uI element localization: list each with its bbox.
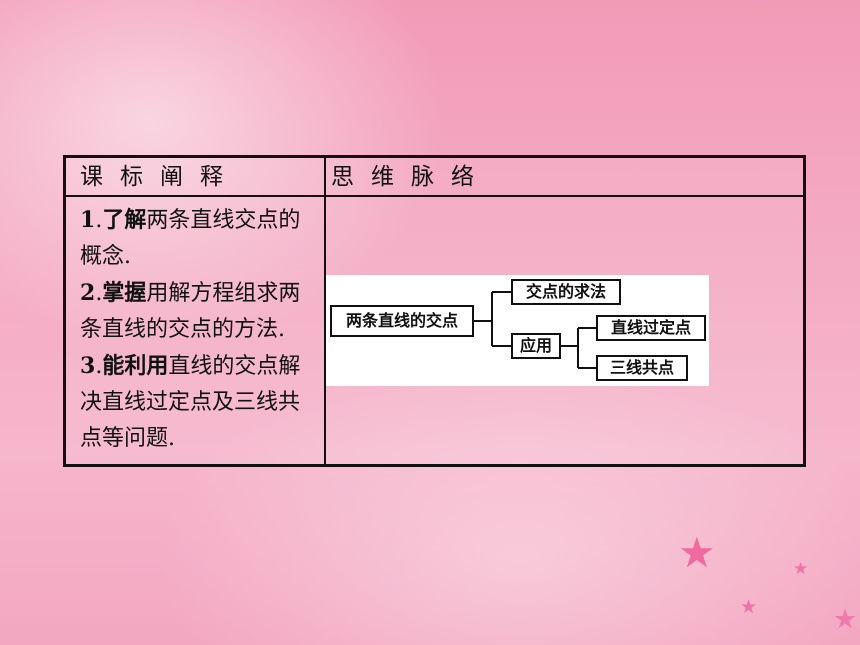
star-icon: ★ bbox=[678, 528, 716, 577]
standards-header: 课标阐释 bbox=[80, 164, 240, 190]
standard-text: 两条直线交点的概念. bbox=[80, 208, 301, 269]
standard-verb: 了解 bbox=[102, 207, 147, 233]
star-icon: ★ bbox=[793, 559, 809, 579]
mindmap-fixed-point-node: 直线过定点 bbox=[596, 315, 706, 341]
mindmap-method-node: 交点的求法 bbox=[511, 279, 621, 305]
standard-text: 直线的交点解决直线过定点及三线共点等问题. bbox=[80, 354, 301, 451]
standard-number: 1 bbox=[80, 207, 96, 233]
standard-verb: 掌握 bbox=[102, 280, 147, 306]
lesson-table: 课标阐释 思维脉络 1.了解两条直线交点的概念. 2.掌握用解方程组求两条直线的… bbox=[63, 155, 806, 467]
standard-item: 2.掌握用解方程组求两条直线的交点的方法. bbox=[80, 280, 301, 342]
star-icon: ★ bbox=[833, 604, 858, 635]
standard-number: 3 bbox=[80, 353, 96, 379]
star-icon: ★ bbox=[740, 596, 758, 618]
standard-item: 1.了解两条直线交点的概念. bbox=[80, 207, 301, 269]
table-column-divider bbox=[324, 158, 326, 464]
table-header-divider bbox=[66, 195, 803, 197]
standard-verb: 能利用 bbox=[102, 353, 169, 379]
mindmap-application-node: 应用 bbox=[511, 333, 561, 359]
mindmap-concurrent-node: 三线共点 bbox=[596, 355, 688, 381]
mindmap-diagram: 两条直线的交点 交点的求法 应用 直线过定点 三线共点 bbox=[326, 275, 709, 386]
mindmap-header: 思维脉络 bbox=[331, 164, 491, 190]
standard-item: 3.能利用直线的交点解决直线过定点及三线共点等问题. bbox=[80, 353, 301, 451]
mindmap-connectors bbox=[474, 291, 596, 369]
standard-text: 用解方程组求两条直线的交点的方法. bbox=[80, 281, 301, 342]
standards-list: 1.了解两条直线交点的概念. 2.掌握用解方程组求两条直线的交点的方法. 3.能… bbox=[80, 202, 316, 457]
standard-number: 2 bbox=[80, 280, 96, 306]
mindmap-root-node: 两条直线的交点 bbox=[330, 305, 474, 337]
